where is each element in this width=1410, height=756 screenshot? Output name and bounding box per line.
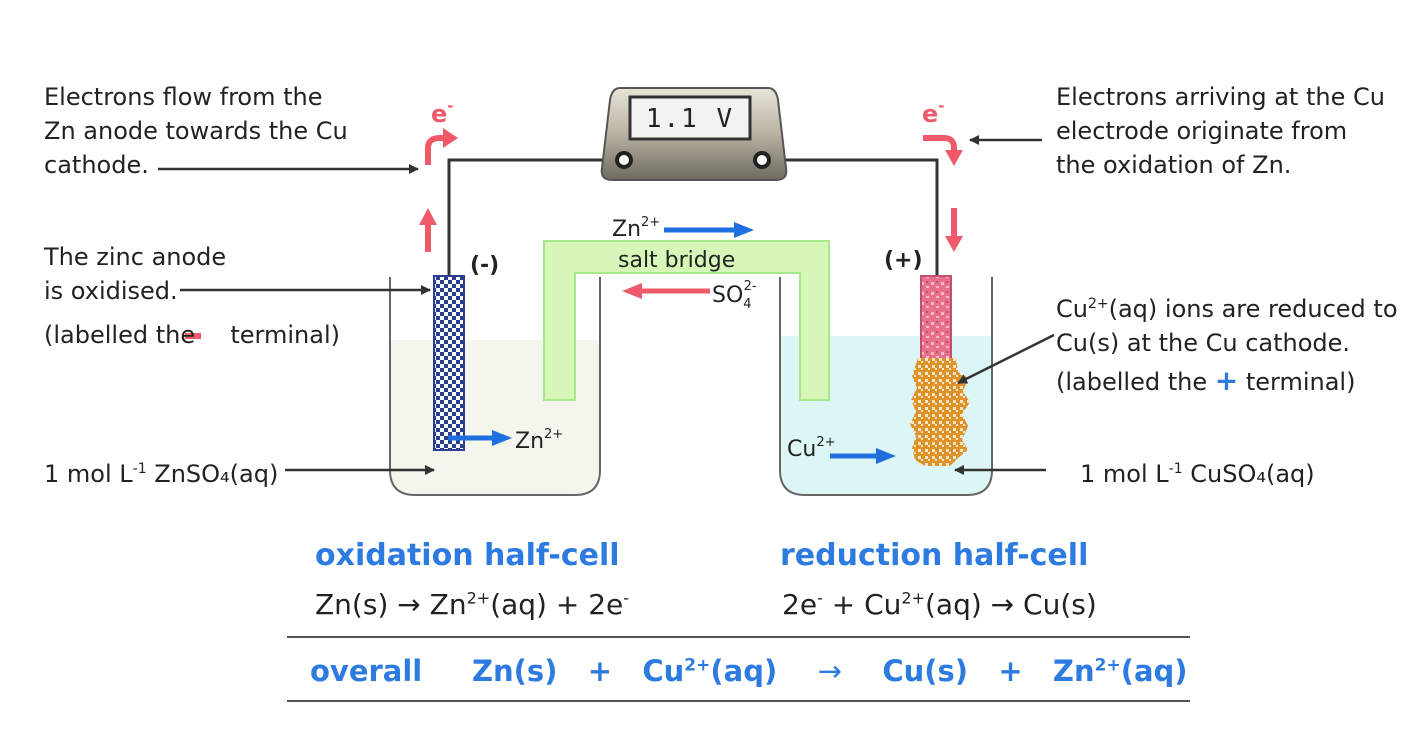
- electron-arrow-left: [419, 128, 458, 252]
- voltmeter-reading: 1.1 V: [646, 104, 734, 134]
- copper-deposit: [910, 358, 970, 466]
- annotation-zinc-terminal: (labelled the - terminal): [44, 318, 340, 352]
- voltmeter-display: [628, 95, 752, 141]
- annotation-left-electrons: Electrons flow from the Zn anode towards…: [44, 80, 348, 182]
- annotation-line: electrode originate from: [1056, 117, 1348, 145]
- annotation-line: Cu(s) at the Cu cathode.: [1056, 329, 1351, 357]
- reduction-equation: 2e- + Cu2+(aq) → Cu(s): [782, 588, 1097, 621]
- right-beaker: [779, 277, 993, 496]
- zinc-electrode: [433, 275, 465, 451]
- annotation-line: The zinc anode: [44, 243, 227, 271]
- zn-ion-label: Zn2+: [515, 427, 563, 454]
- anode-polarity: (-): [470, 253, 499, 278]
- salt-bridge-label: salt bridge: [618, 248, 735, 273]
- electron-arrow-right: [923, 135, 963, 252]
- annotation-line: Electrons arriving at the Cu: [1056, 83, 1385, 111]
- minus-symbol: [185, 333, 201, 339]
- annotation-line: Cu2+(aq) ions are reduced to: [1056, 295, 1398, 323]
- overall-equation: Zn(s) + Cu2+(aq) → Cu(s) + Zn2+(aq): [472, 654, 1188, 688]
- salt-bridge: [543, 240, 830, 401]
- annotation-cu-terminal: (labelled the + terminal): [1056, 364, 1356, 397]
- oxidation-equation: Zn(s) → Zn2+(aq) + 2e-: [315, 588, 630, 621]
- annotation-zinc-anode: The zinc anode is oxidised.: [44, 240, 226, 308]
- cathode-polarity: (+): [884, 248, 923, 273]
- plus-symbol: +: [1214, 364, 1239, 397]
- annotation-line: Zn anode towards the Cu: [44, 117, 348, 145]
- minus-symbol-text: -: [203, 318, 223, 352]
- wire-right: [760, 158, 939, 276]
- divider-top: [287, 636, 1190, 638]
- leader-cu-ions: [957, 333, 1055, 385]
- copper-electrode: [920, 275, 952, 361]
- voltmeter-terminal-left: [615, 151, 633, 169]
- annotation-left-solution: 1 mol L-1 ZnSO₄(aq): [44, 460, 279, 488]
- annotation-line: is oxidised.: [44, 277, 178, 305]
- left-beaker: [389, 277, 601, 496]
- salt-bridge-anion: SO42-: [712, 279, 757, 312]
- annotation-line: cathode.: [44, 151, 149, 179]
- reduction-title: reduction half-cell: [780, 538, 1089, 573]
- voltmeter: 1.1 V: [600, 87, 788, 181]
- electron-label-right: e-: [922, 97, 945, 128]
- annotation-line: the oxidation of Zn.: [1056, 151, 1292, 179]
- electron-label-left: e-: [431, 97, 454, 128]
- wire-left: [447, 158, 625, 276]
- divider-bottom: [287, 700, 1190, 702]
- annotation-right-solution: 1 mol L-1 CuSO₄(aq): [1080, 460, 1315, 488]
- overall-label: overall: [310, 654, 423, 688]
- oxidation-title: oxidation half-cell: [315, 538, 620, 573]
- salt-bridge-cation: Zn2+: [612, 215, 660, 242]
- annotation-right-electrons: Electrons arriving at the Cu electrode o…: [1056, 80, 1385, 182]
- annotation-line: Electrons flow from the: [44, 83, 323, 111]
- voltmeter-terminal-right: [753, 151, 771, 169]
- cu-ion-label: Cu2+: [787, 435, 835, 462]
- annotation-cu-ions: Cu2+(aq) ions are reduced to Cu(s) at th…: [1056, 287, 1398, 360]
